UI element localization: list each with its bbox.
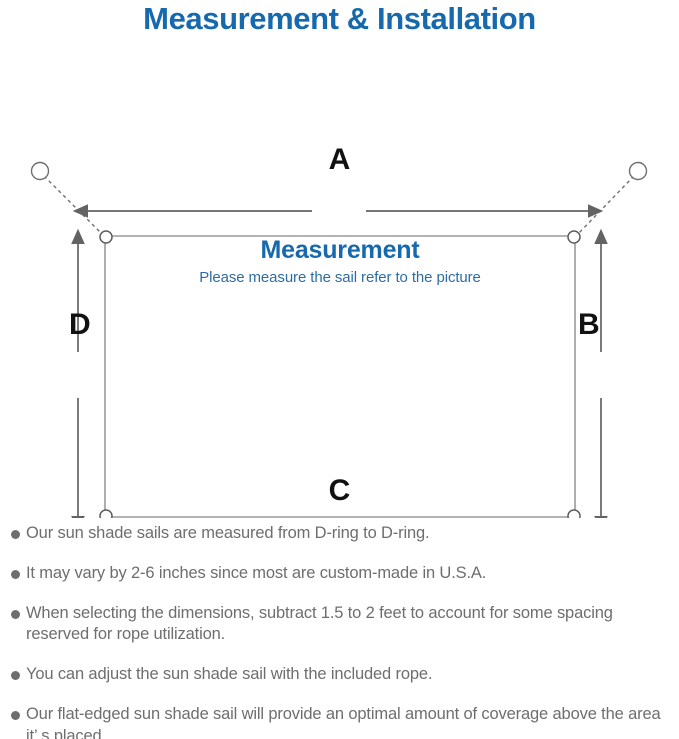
anchor-top-right-icon: [628, 161, 648, 181]
ropes: [43, 175, 635, 235]
list-item-text: When selecting the dimensions, subtract …: [26, 603, 613, 644]
bullet-icon: [11, 530, 20, 539]
list-item-text: Our flat-edged sun shade sail will provi…: [26, 704, 661, 739]
rope-top-left: [43, 175, 103, 235]
d-ring-bottom-right-icon: [567, 509, 581, 518]
list-item: It may vary by 2-6 inches since most are…: [0, 563, 679, 585]
list-item-text: It may vary by 2-6 inches since most are…: [26, 563, 487, 582]
list-item-text: You can adjust the sun shade sail with t…: [26, 665, 433, 684]
dimension-label-c: C: [328, 474, 351, 507]
dimension-label-d: D: [69, 308, 91, 341]
page-title: Measurement & Installation: [143, 1, 536, 36]
dimension-label-b: B: [578, 308, 600, 341]
rope-top-right: [577, 175, 635, 235]
list-item: When selecting the dimensions, subtract …: [0, 603, 679, 647]
bullet-icon: [11, 569, 20, 579]
d-ring-bottom-left-icon: [99, 509, 113, 518]
list-item: You can adjust the sun shade sail with t…: [0, 664, 679, 686]
d-ring-top-right-icon: [567, 230, 581, 244]
list-item: Our sun shade sails are measured from D-…: [0, 523, 679, 545]
dimension-label-a: A: [328, 143, 351, 176]
bullet-icon: [11, 609, 20, 619]
sail-rectangle: [104, 235, 576, 518]
anchor-circles: [30, 161, 648, 181]
measurement-diagram: Measurement Please measure the sail refe…: [0, 48, 679, 518]
bullet-icon: [11, 710, 20, 720]
bullet-icon: [11, 671, 20, 681]
list-item: Our flat-edged sun shade sail will provi…: [0, 704, 679, 739]
d-rings: [99, 230, 581, 518]
anchor-top-left-icon: [30, 161, 50, 181]
d-ring-top-left-icon: [99, 230, 113, 244]
diagram-svg: [30, 161, 648, 518]
list-item-text: Our sun shade sails are measured from D-…: [26, 524, 430, 542]
notes-list: Our sun shade sails are measured from D-…: [0, 523, 679, 739]
